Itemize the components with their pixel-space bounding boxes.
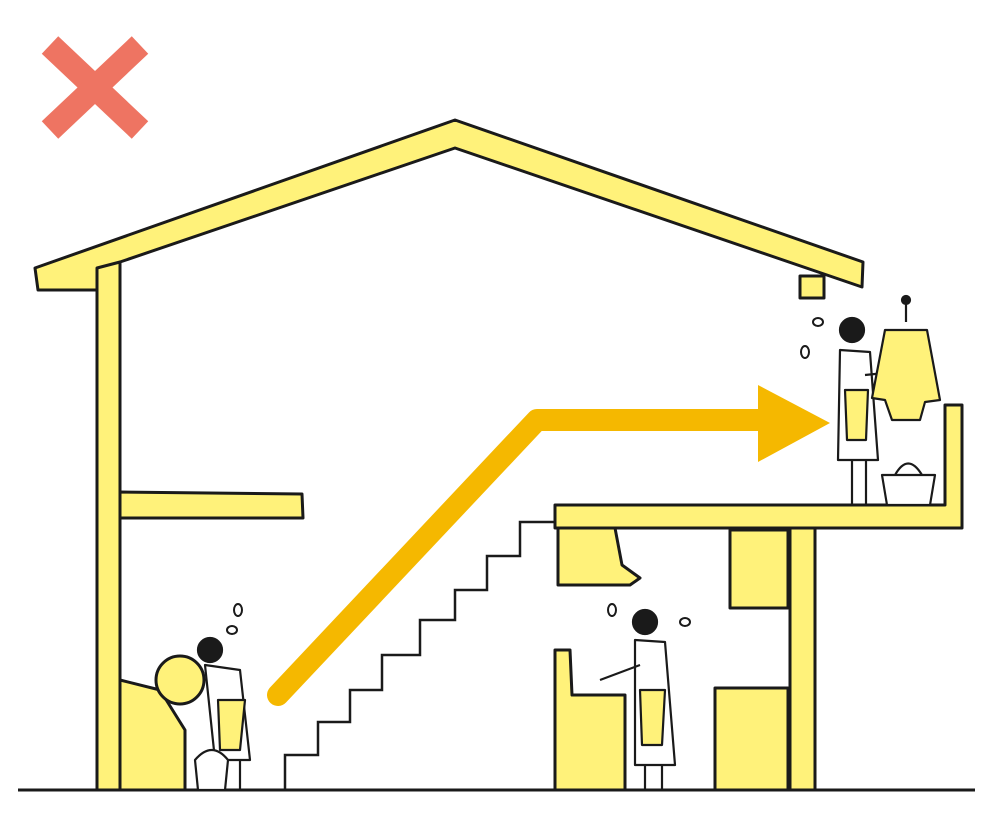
person-at-washer (193, 636, 252, 792)
staircase (283, 520, 555, 790)
hanging-shirt (870, 294, 942, 422)
right-post (788, 526, 817, 792)
upper-cabinet-left (556, 526, 642, 587)
person-in-kitchen (599, 608, 677, 790)
left-wall (95, 260, 122, 792)
washing-machine (118, 678, 187, 792)
roof (33, 118, 865, 292)
person-hanging-laundry (836, 316, 896, 505)
lower-cabinet-right (713, 686, 790, 792)
upper-cabinet-right (728, 528, 790, 610)
roof-right-post (798, 274, 826, 300)
cross-mark-icon (41, 36, 149, 139)
second-floor-right-slab (553, 403, 964, 530)
laundry-basket (880, 462, 937, 507)
sweat-drops (226, 317, 824, 635)
washing-machine-drum (154, 654, 206, 706)
kitchen-counter (553, 648, 627, 792)
second-floor-left-slab (118, 490, 305, 520)
route-arrow (267, 385, 830, 706)
